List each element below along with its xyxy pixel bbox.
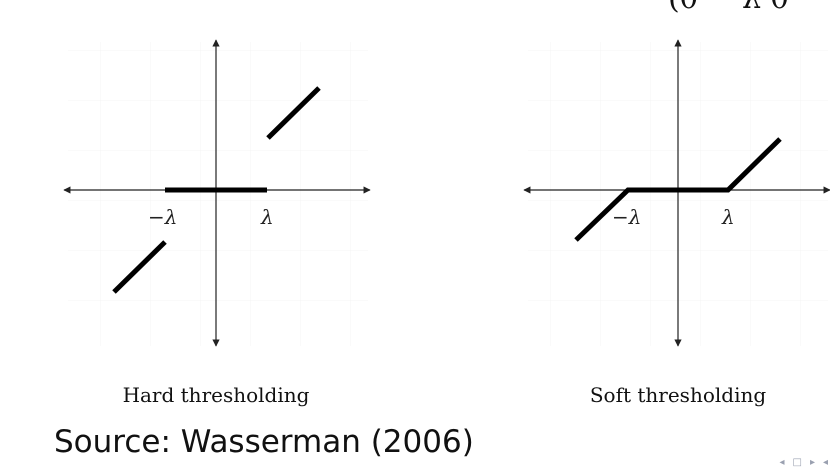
soft-threshold-curve: [574, 137, 782, 242]
nav-next-icon[interactable]: ▸: [809, 457, 815, 468]
lambda-tick-label: λ: [260, 205, 274, 229]
hard-upper-segment: [266, 86, 321, 140]
hard-caption: Hard thresholding: [123, 383, 310, 407]
soft-thresholding-plot: −λ λ Soft thresholding: [523, 39, 830, 407]
neg-lambda-tick-label: −λ: [148, 205, 177, 229]
neg-lambda-tick-label: −λ: [612, 205, 641, 229]
slide-navigation: ◂ □ ▸ ◂: [779, 457, 828, 468]
corner-math-fragment: (θ − λ θ: [668, 0, 789, 16]
nav-prev-icon[interactable]: ◂: [779, 457, 785, 468]
nav-back-icon[interactable]: ◂: [822, 457, 828, 468]
nav-frame-icon[interactable]: □: [792, 457, 802, 468]
soft-caption: Soft thresholding: [590, 383, 767, 407]
lambda-tick-label: λ: [721, 205, 735, 229]
source-citation: Source: Wasserman (2006): [54, 424, 474, 460]
plot-background: [68, 42, 368, 346]
hard-thresholding-plot: −λ λ Hard thresholding: [63, 39, 371, 407]
hard-lower-segment: [112, 240, 167, 294]
